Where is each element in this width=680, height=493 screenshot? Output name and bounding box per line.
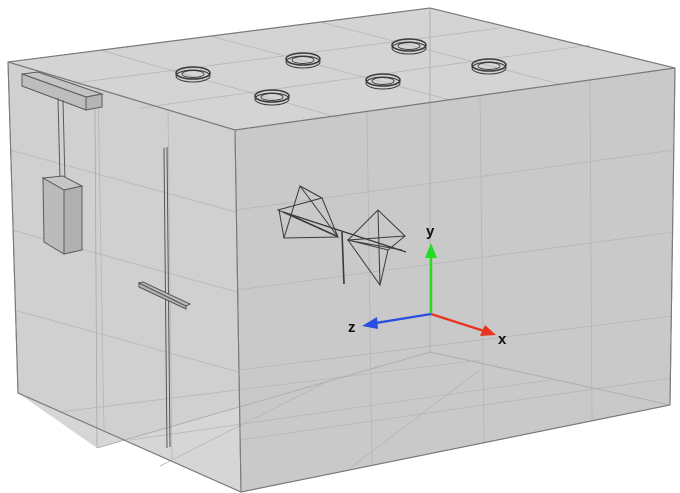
chamber-box — [7, 7, 676, 493]
ceiling-ring-icon[interactable] — [254, 89, 290, 106]
hanging-probe-icon[interactable] — [21, 71, 104, 255]
z-axis-label: z — [348, 319, 356, 336]
x-axis-label: x — [498, 331, 507, 348]
ceiling-ring-icon[interactable] — [391, 38, 427, 55]
ceiling-rings — [175, 38, 507, 106]
ceiling-ring-icon[interactable] — [471, 58, 507, 75]
axis-triad: x y z — [348, 223, 507, 348]
log-periodic-antenna-icon[interactable] — [276, 184, 407, 287]
front-wall — [234, 67, 676, 493]
ceiling-ring-icon[interactable] — [175, 66, 211, 83]
vertical-dipole-icon[interactable] — [137, 146, 192, 449]
ceiling-ring-icon[interactable] — [365, 73, 401, 90]
box-outline — [7, 7, 676, 493]
z-axis-line — [375, 312, 432, 325]
ceiling-ring-icon[interactable] — [285, 52, 321, 69]
y-axis-label: y — [426, 223, 435, 240]
y-axis-arrowhead — [425, 243, 437, 258]
x-axis-line — [430, 312, 485, 333]
z-axis-arrowhead — [362, 317, 378, 329]
x-axis-arrowhead — [480, 325, 496, 336]
